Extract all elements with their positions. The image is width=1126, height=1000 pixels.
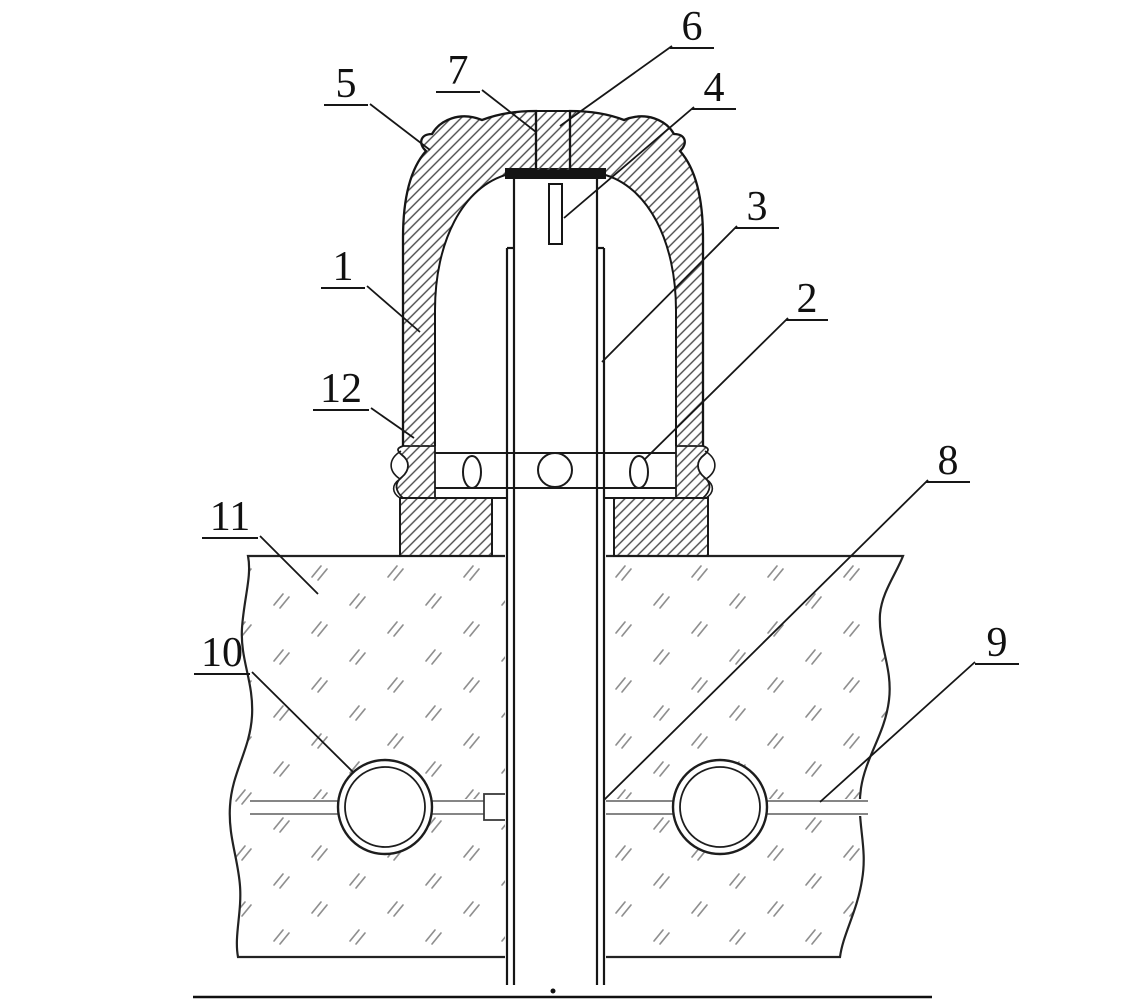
flange-side-right — [675, 445, 711, 499]
callout-2: 2 — [643, 276, 828, 461]
left-pipe-circle — [336, 758, 434, 856]
callout-label-11: 11 — [210, 494, 250, 540]
base-block-right — [613, 497, 709, 557]
flange-side-right-groove — [704, 450, 716, 499]
top-plug — [535, 110, 571, 172]
dome-outline-left — [401, 109, 538, 446]
callout-11: 11 — [202, 494, 319, 595]
dome-outline-inner — [434, 173, 677, 446]
callout-leader-2 — [643, 317, 789, 461]
callout-leader-8 — [603, 479, 929, 801]
dome-outline-right — [568, 109, 705, 446]
bottom-center-dot — [550, 988, 556, 994]
tube-collar-bar — [505, 168, 606, 179]
flange-side-left-groove — [390, 450, 402, 499]
callout-1: 1 — [321, 244, 421, 333]
callout-leader-10 — [251, 671, 354, 773]
right-pipe-circle — [671, 758, 769, 856]
callout-leader-1 — [366, 285, 421, 333]
callout-label-9: 9 — [987, 620, 1008, 666]
callout-leader-6 — [559, 45, 673, 127]
center-tube — [505, 179, 606, 985]
callout-leader-9 — [819, 661, 976, 803]
callout-8: 8 — [603, 438, 970, 801]
callout-leader-7 — [481, 89, 537, 133]
callout-9: 9 — [819, 620, 1019, 803]
callout-leader-4 — [563, 106, 695, 219]
callout-7: 7 — [436, 48, 537, 133]
callout-6: 6 — [559, 4, 714, 127]
callout-leader-3 — [601, 225, 738, 363]
callout-5: 5 — [324, 61, 431, 151]
callout-label-5: 5 — [336, 61, 357, 107]
callout-3: 3 — [601, 184, 779, 363]
callout-label-8: 8 — [938, 438, 959, 484]
callout-label-10: 10 — [201, 630, 243, 676]
callout-10: 10 — [194, 630, 354, 773]
callout-4: 4 — [563, 65, 736, 219]
left-bolt-hole — [462, 455, 482, 489]
callout-label-3: 3 — [747, 184, 768, 230]
dome-cap-wall-hatch — [403, 111, 703, 446]
tube-ground-mask — [505, 548, 606, 988]
callout-leader-11 — [259, 535, 319, 595]
inner-stem — [548, 183, 563, 245]
flange-side-left — [395, 445, 436, 499]
right-bolt-hole — [629, 455, 649, 489]
callout-leader-12 — [370, 407, 415, 439]
callout-label-7: 7 — [448, 48, 469, 94]
callout-label-12: 12 — [320, 366, 362, 412]
callout-leader-5 — [369, 103, 431, 151]
base-block-left — [399, 497, 493, 557]
callout-12: 12 — [313, 366, 415, 439]
channel-junction-box — [483, 793, 508, 821]
callout-label-2: 2 — [797, 276, 818, 322]
callout-label-4: 4 — [704, 65, 725, 111]
callout-label-6: 6 — [682, 4, 703, 50]
callout-label-1: 1 — [333, 244, 354, 290]
center-valve-ball — [537, 452, 573, 488]
